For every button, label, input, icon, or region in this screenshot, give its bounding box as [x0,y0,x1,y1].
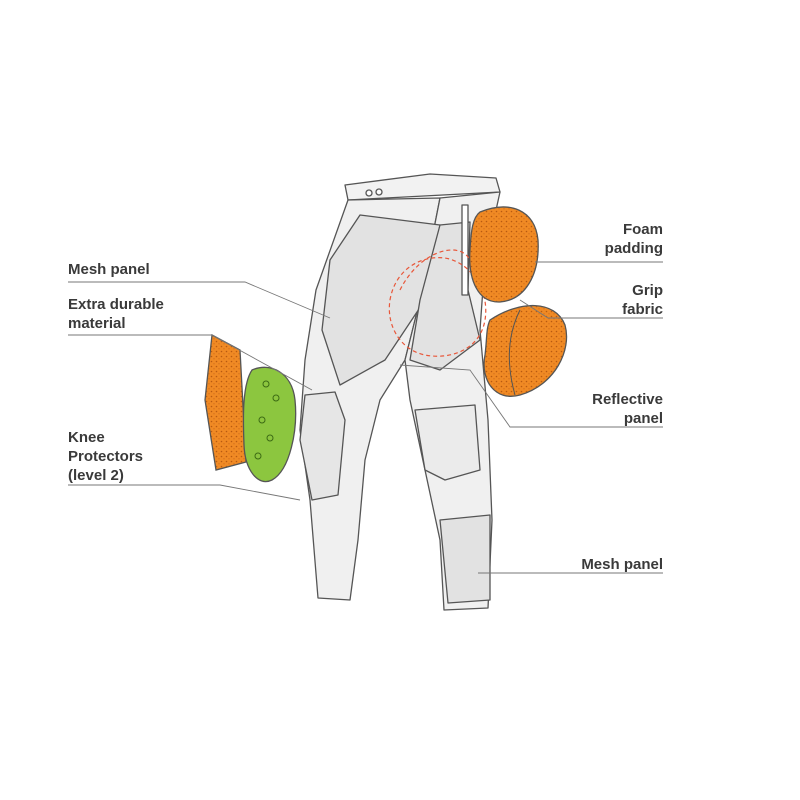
label-mesh-panel-upper: Mesh panel [68,261,150,278]
grip-fabric-piece [483,304,568,397]
knee-panel-left [299,391,346,501]
leader-grip [519,299,663,319]
knee-protector-piece [242,366,297,483]
leader-knee [68,484,301,501]
mesh-panel-lower-right [439,514,491,604]
grip-fabric-seam [508,309,521,396]
leader-lines [68,261,663,574]
label-knee-protectors: Knee Protectors (level 2) [68,429,144,484]
reflective-outline [388,257,487,357]
leader-mesh-upper [68,281,331,319]
label-extra-durable: Extra durable material [68,296,164,332]
label-mesh-panel-lower: Mesh panel [581,556,663,573]
waist-button-1 [365,189,373,197]
label-grip-fabric: Grip fabric [622,282,663,318]
leader-reflective [399,364,663,428]
waistband [344,173,501,201]
foam-padding-piece [469,206,539,303]
waist-button-2 [375,188,383,196]
label-reflective-panel: Reflective panel [592,391,663,427]
label-foam-padding: Foam padding [604,221,663,257]
extra-durable-piece [204,333,247,471]
pants-illustration [299,173,501,611]
leader-extra-durable [68,334,313,391]
knee-panel-right [414,404,481,481]
zipper-pocket [461,204,469,296]
